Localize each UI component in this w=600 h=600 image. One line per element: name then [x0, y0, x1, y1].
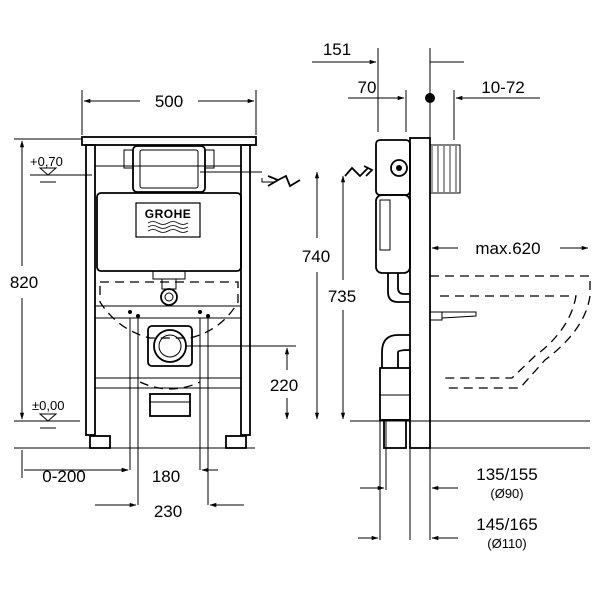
flush-pipe-top	[152, 270, 186, 280]
grohe-logo: GROHE	[135, 202, 201, 238]
side-waste-pipe	[379, 367, 411, 421]
water-supply-icon	[277, 174, 301, 188]
wall-datum-point	[425, 93, 435, 103]
depth-70-label: 70	[358, 78, 377, 97]
height-dimension-label: 820	[10, 273, 38, 292]
flush-connector	[160, 288, 178, 306]
brand-text: GROHE	[145, 207, 192, 221]
height-220-label: 220	[270, 376, 298, 395]
side-supply-valve	[390, 159, 408, 177]
wall-section	[409, 137, 431, 449]
wall-back-plate	[429, 144, 461, 194]
side-flush-bend	[387, 273, 410, 303]
top-level-label: +0,70	[30, 154, 63, 169]
spacing-180-label: 180	[152, 467, 180, 486]
dia-90-label: (Ø90)	[490, 486, 523, 501]
drain-pipe	[149, 393, 191, 417]
max-projection-label: max.620	[475, 239, 540, 258]
plate-bracket-left	[123, 149, 134, 169]
wall-range-label: 10-72	[481, 78, 524, 97]
wall-hatch	[431, 146, 457, 192]
plate-bracket-right	[204, 149, 215, 169]
level-marker-top	[38, 167, 58, 176]
right-foot	[225, 435, 247, 449]
flush-plate-opening	[132, 145, 206, 193]
side-water-supply-icon	[344, 166, 369, 178]
mounting-bolts	[128, 310, 210, 318]
left-foot	[89, 435, 111, 449]
side-cistern-top	[375, 139, 411, 196]
height-735-label: 735	[328, 287, 356, 306]
spacing-230-label: 230	[154, 502, 182, 521]
side-waste-bend	[381, 334, 410, 368]
frame-left-leg	[85, 144, 96, 436]
toilet-side-outline-dashed	[430, 275, 591, 389]
level-marker-floor	[38, 413, 58, 422]
front-view: GROHE	[10, 90, 356, 521]
dim-135-155-label: 135/155	[476, 465, 537, 484]
side-cistern	[375, 194, 411, 274]
width-dimension-label: 500	[155, 92, 183, 111]
frame-top-rail	[81, 136, 257, 146]
side-view: 151 70 10-72 max.620 135/155 (Ø90) 145/1…	[312, 40, 591, 551]
height-740-label: 740	[302, 247, 330, 266]
dia-110-label: (Ø110)	[487, 536, 527, 551]
depth-151-label: 151	[323, 40, 351, 59]
toilet-outline-dashed	[99, 281, 239, 339]
dim-145-165-label: 145/165	[476, 515, 537, 534]
offset-dimension-label: 0-200	[42, 467, 85, 486]
floor-level-label: ±0,00	[32, 398, 64, 413]
flush-plate-inner	[139, 149, 199, 189]
frame-right-leg	[240, 144, 251, 436]
flush-pipe	[161, 278, 177, 290]
